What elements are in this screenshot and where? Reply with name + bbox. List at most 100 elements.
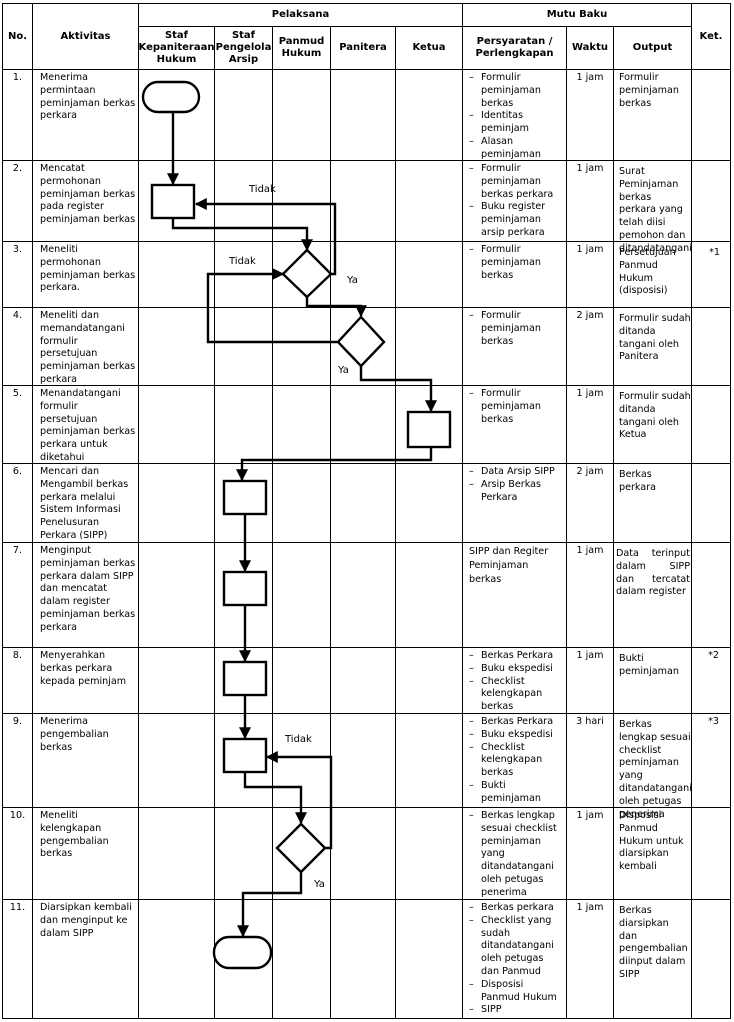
process-box-9	[222, 737, 268, 774]
row-6-persyaratan: Data Arsip SIPPArsip Berkas Perkara	[469, 466, 563, 504]
decision-4	[336, 315, 386, 368]
row-7-aktivitas: Menginput peminjaman berkas perkara dala…	[40, 545, 136, 633]
flow-10-tidak-back	[265, 751, 333, 850]
row-8-ket: *2	[708, 650, 719, 661]
row-3-waktu: 1 jam	[576, 244, 604, 255]
process-box-8	[222, 660, 268, 697]
flow-label-ya-2: Ya	[338, 365, 349, 376]
row-9-ket: *3	[708, 716, 719, 727]
flow-label-tidak-2: Tidak	[229, 256, 256, 267]
header-persyaratan: Persyaratan /Perlengkapan	[475, 36, 554, 59]
row-1-aktivitas: Menerima permintaan peminjaman berkas pe…	[40, 72, 136, 122]
row-2-no: 2.	[12, 163, 23, 174]
table-grid	[2, 3, 731, 1019]
row-11-no: 11.	[9, 902, 26, 913]
row-10-output: Disposisi Panmud Hukum untuk diarsipkan …	[619, 810, 684, 873]
row-11-persyaratan: Berkas perkaraChecklist yang sudah ditan…	[469, 902, 563, 1017]
header-no: No.	[7, 30, 28, 42]
row-5-waktu: 1 jam	[576, 388, 604, 399]
row-10-no: 10.	[9, 810, 26, 821]
row-4-persyaratan: Formulir peminjaman berkas	[469, 310, 563, 348]
row-1-output: Formulir peminjaman berkas	[619, 72, 679, 109]
flow-label-tidak-3: Tidak	[285, 734, 312, 745]
process-box-7	[222, 570, 268, 607]
row-9-waktu: 3 hari	[576, 716, 604, 727]
row-3-no: 3.	[12, 244, 23, 255]
decision-3	[281, 248, 333, 299]
flow-3-tidak-back	[194, 198, 337, 276]
flow-10-ya-to-11	[237, 872, 303, 938]
flow-5-to-6	[236, 447, 433, 482]
flow-label-ya-1: Ya	[347, 275, 358, 286]
row-1-no: 1.	[12, 72, 23, 83]
flow-3-ya-to-4	[305, 296, 367, 318]
row-7-persyaratan: SIPP dan Regiter Peminjaman berkas	[469, 546, 549, 585]
flow-2-to-3	[171, 218, 313, 252]
process-box-6	[222, 479, 268, 516]
row-6-output: Berkas perkara	[619, 469, 657, 493]
row-5-aktivitas: Menandatangani formulir persetujuan pemi…	[40, 388, 136, 463]
row-10-persyaratan: Berkas lengkap sesuai checklist peminjam…	[469, 810, 563, 900]
row-11-aktivitas: Diarsipkan kembali dan menginput ke dala…	[40, 902, 132, 939]
header-aktivitas: Aktivitas	[60, 30, 111, 42]
row-10-waktu: 1 jam	[576, 810, 604, 821]
row-11-waktu: 1 jam	[576, 902, 604, 913]
row-6-no: 6.	[12, 466, 23, 477]
header-pelaksana: Pelaksana	[271, 9, 330, 20]
header-waktu: Waktu	[572, 42, 608, 53]
row-9-no: 9.	[12, 716, 23, 727]
row-5-no: 5.	[12, 388, 23, 399]
process-box-2	[150, 183, 196, 220]
header-panitera: Panitera	[339, 42, 387, 53]
row-3-persyaratan: Formulir peminjaman berkas	[469, 244, 563, 282]
row-2-waktu: 1 jam	[576, 163, 604, 174]
header-ketua: Ketua	[412, 42, 446, 53]
row-4-aktivitas: Meneliti dan memandatangani formulir per…	[40, 310, 136, 385]
header-ket: Ket.	[699, 30, 723, 42]
row-3-ket: *1	[709, 247, 720, 258]
flow-symbols	[141, 80, 452, 970]
flow-4-tidak-back	[206, 268, 337, 344]
row-4-output: Formulir sudah ditanda tangani oleh Pani…	[619, 313, 691, 363]
row-8-aktivitas: Menyerahkan berkas perkara kepada peminj…	[40, 650, 127, 687]
row-5-persyaratan: Formulir peminjaman berkas	[469, 388, 563, 426]
decision-10	[275, 822, 327, 874]
flow-4-ya-to-5	[359, 366, 437, 413]
row-11-output: Berkas diarsipkan dan pengembalian diinp…	[619, 905, 688, 980]
row-8-waktu: 1 jam	[576, 650, 604, 661]
row-6-aktivitas: Mencari dan Mengambil berkas perkara mel…	[40, 466, 129, 541]
row-3-aktivitas: Meneliti permohonan peminjaman berkas pe…	[40, 244, 136, 294]
row-6-waktu: 2 jam	[576, 466, 604, 477]
row-7-no: 7.	[12, 545, 23, 556]
flow-connectors	[167, 112, 437, 938]
row-2-persyaratan: Formulir peminjaman berkas perkaraBuku r…	[469, 163, 563, 240]
row-1-waktu: 1 jam	[576, 72, 604, 83]
row-4-no: 4.	[12, 310, 23, 321]
row-8-persyaratan: Berkas PerkaraBuku ekspedisiChecklist ke…	[469, 650, 563, 714]
row-7-waktu: 1 jam	[576, 545, 604, 556]
row-7-output: Data terinput dalam SIPP dan tercatat da…	[616, 548, 690, 598]
terminator-start	[141, 80, 201, 114]
process-box-5	[406, 410, 452, 449]
row-2-output: Surat Peminjaman berkas perkara yang tel…	[619, 166, 692, 254]
row-2-aktivitas: Mencatat permohonan peminjaman berkas pa…	[40, 163, 136, 226]
row-9-output: Berkas lengkap sesuai checklist peminjam…	[619, 719, 692, 820]
row-9-persyaratan: Berkas PerkaraBuku ekspedisiChecklist ke…	[469, 716, 563, 806]
header-mutu-baku: Mutu Baku	[546, 9, 608, 20]
row-4-waktu: 2 jam	[576, 310, 604, 321]
row-5-output: Formulir sudah ditanda tangani oleh Ketu…	[619, 391, 691, 441]
flow-9-to-10	[243, 772, 307, 825]
row-1-persyaratan: Formulir peminjaman berkasIdentitas pemi…	[469, 72, 563, 162]
row-9-aktivitas: Menerima pengembalian berkas	[40, 716, 109, 753]
terminator-end	[212, 935, 273, 970]
flow-label-tidak-1: Tidak	[249, 184, 276, 195]
row-3-output: Persetujuan Panmud Hukum (disposisi)	[619, 247, 676, 297]
flow-label-ya-3: Ya	[314, 879, 325, 890]
row-8-no: 8.	[12, 650, 23, 661]
row-10-aktivitas: Meneliti kelengkapan pengembalian berkas	[40, 810, 109, 860]
header-output: Output	[632, 42, 673, 53]
